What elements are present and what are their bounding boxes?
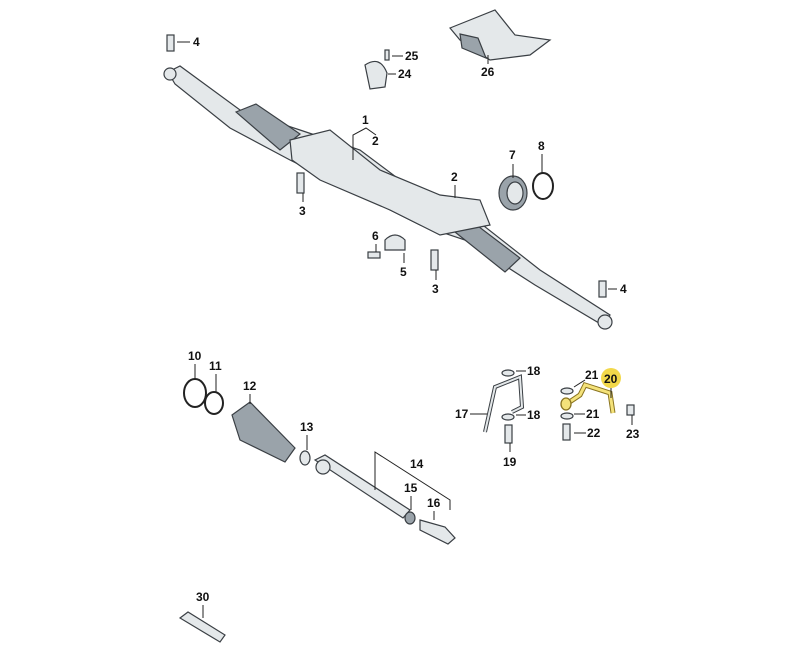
label-4: 4 [193, 35, 200, 49]
tie-rod-end-16[interactable] [419, 519, 456, 545]
label-24: 24 [398, 67, 412, 81]
seal-18-upper[interactable] [501, 369, 515, 377]
seal-21-upper[interactable] [560, 387, 574, 395]
bolt-23[interactable] [626, 404, 635, 416]
label-30: 30 [196, 590, 210, 604]
label-1: 1 [362, 113, 369, 127]
ring-8[interactable] [532, 172, 554, 200]
tie-rod-14[interactable] [313, 454, 411, 519]
label-18: 18 [527, 408, 541, 422]
pipe-17[interactable] [483, 374, 525, 433]
bracket-24[interactable] [364, 49, 390, 90]
label-21: 21 [585, 368, 599, 382]
bolt-22[interactable] [562, 423, 571, 441]
label-2: 2 [451, 170, 458, 184]
boot-12[interactable] [231, 401, 296, 463]
ring-10[interactable] [183, 378, 207, 408]
highlight-marker [601, 368, 621, 388]
bolt-19[interactable] [504, 424, 513, 444]
seal-18-lower[interactable] [501, 413, 515, 421]
label-26: 26 [481, 65, 495, 79]
label-8: 8 [538, 139, 545, 153]
label-25: 25 [405, 49, 419, 63]
steering-rack-assembly[interactable] [163, 65, 613, 330]
label-18: 18 [527, 364, 541, 378]
ring-13[interactable] [299, 450, 311, 466]
label-20-highlighted: 20 [604, 372, 618, 386]
leader-lines [177, 41, 633, 618]
label-4: 4 [620, 282, 627, 296]
label-5: 5 [400, 265, 407, 279]
label-15: 15 [404, 481, 418, 495]
boot-7[interactable] [498, 175, 528, 211]
nut-15[interactable] [404, 511, 416, 525]
label-10: 10 [188, 349, 202, 363]
label-11: 11 [209, 359, 222, 373]
label-14: 14 [410, 457, 424, 471]
label-3: 3 [299, 204, 306, 218]
pipe-20-highlighted[interactable] [560, 381, 616, 414]
label-13: 13 [300, 420, 314, 434]
label-19: 19 [503, 455, 517, 469]
heat-shield-26[interactable] [449, 9, 552, 61]
bolt-4-lower[interactable] [598, 280, 607, 298]
label-7: 7 [509, 148, 516, 162]
bolt-4-upper[interactable] [166, 34, 175, 52]
label-21: 21 [586, 407, 600, 421]
clamp-11[interactable] [204, 391, 224, 415]
label-23: 23 [626, 427, 640, 441]
label-3: 3 [432, 282, 439, 296]
label-17: 17 [455, 407, 469, 421]
grease-tube-30[interactable] [178, 611, 226, 643]
label-12: 12 [243, 379, 257, 393]
label-2: 2 [372, 134, 379, 148]
bolt-6[interactable] [367, 251, 381, 259]
seal-21-lower[interactable] [560, 412, 574, 420]
label-22: 22 [587, 426, 601, 440]
clamp-5[interactable] [384, 234, 406, 251]
label-16: 16 [427, 496, 441, 510]
bolt-3-left[interactable] [296, 172, 305, 194]
label-6: 6 [372, 229, 379, 243]
bolt-3-right[interactable] [430, 249, 439, 271]
